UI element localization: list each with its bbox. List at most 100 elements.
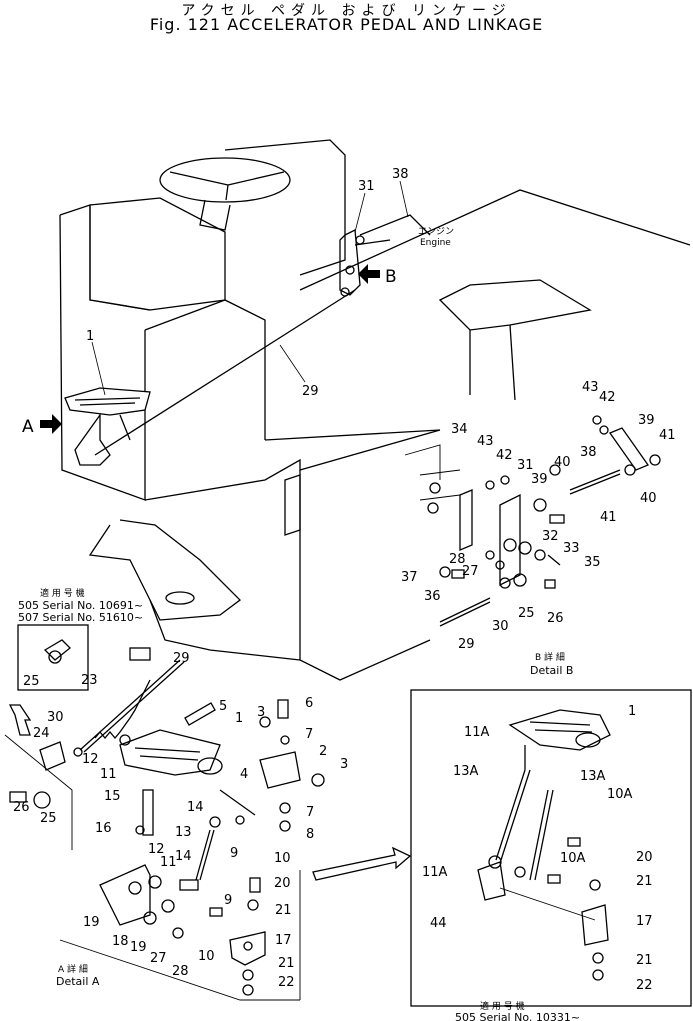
callout-21-b: 21 [278, 956, 295, 971]
detail-c-serial: 505 Serial No. 10331~ [455, 1011, 580, 1021]
floor-block [438, 279, 592, 331]
callout-13a-b: 13A [580, 769, 606, 784]
callout-11-b: 11 [160, 855, 177, 870]
engine-label-jp: エンジン [418, 227, 454, 237]
callout-3-b: 3 [340, 757, 348, 772]
callout-23: 23 [81, 673, 98, 688]
callout-25-serial: 25 [23, 674, 40, 689]
callout-30: 30 [492, 619, 509, 634]
detail-a-label: Detail A [56, 975, 100, 988]
arrow-a [40, 414, 62, 434]
callout-42-b: 42 [496, 448, 513, 463]
callout-10: 10 [274, 851, 291, 866]
callout-13: 13 [175, 825, 192, 840]
callout-18: 18 [112, 934, 129, 949]
detail-a: 29 23 30 24 12 11 5 1 3 6 7 2 3 4 26 25 … [4, 647, 348, 1001]
serial-line-2: 507 Serial No. 51610~ [18, 611, 143, 624]
callout-37: 37 [401, 570, 418, 585]
detail-c: 1 11A 13A 13A 10A 11A 10A 20 21 44 17 21… [410, 689, 692, 1021]
callout-25-a: 25 [40, 811, 57, 826]
callout-39-b: 39 [531, 472, 548, 487]
callout-44: 44 [430, 916, 447, 931]
callout-29: 29 [302, 384, 319, 399]
callout-2: 2 [319, 744, 327, 759]
callout-11a-b: 11A [422, 865, 448, 880]
accelerator-pedal [64, 387, 151, 416]
callout-39: 39 [638, 413, 655, 428]
callout-11: 11 [100, 767, 117, 782]
callout-26-a: 26 [13, 800, 30, 815]
callout-21: 21 [275, 903, 292, 918]
callout-12: 12 [82, 752, 99, 767]
engine-label: Engine [420, 238, 451, 248]
callout-9: 9 [230, 846, 238, 861]
callout-3: 3 [257, 705, 265, 720]
detail-b: 43 42 39 41 34 43 42 31 40 38 39 40 41 3… [401, 380, 676, 677]
callout-26: 26 [547, 611, 564, 626]
detail-c-heading-jp: 適 用 号 機 [480, 1000, 525, 1012]
callout-34: 34 [451, 422, 468, 437]
callout-7: 7 [305, 727, 313, 742]
detail-a-label-jp: A 詳 細 [58, 963, 88, 975]
view-label-b: B [385, 267, 397, 287]
arrow-b [358, 264, 380, 284]
linkage-rod-29 [94, 289, 356, 456]
callout-16: 16 [95, 821, 112, 836]
bracket-34 [459, 489, 473, 551]
callout-21-c: 21 [636, 874, 653, 889]
serial-note: 適 用 号 機 505 Serial No. 10691~ 507 Serial… [17, 587, 143, 691]
callout-27: 27 [462, 564, 479, 579]
callout-22-c: 22 [636, 978, 653, 993]
serial-line-1: 505 Serial No. 10691~ [18, 599, 143, 612]
detail-c-box [410, 689, 692, 1007]
callout-35: 35 [584, 555, 601, 570]
callout-12-b: 12 [148, 842, 165, 857]
detail-b-label: Detail B [530, 664, 573, 677]
callout-6: 6 [305, 696, 313, 711]
serial-heading-jp: 適 用 号 機 [40, 587, 85, 599]
callout-5: 5 [219, 699, 227, 714]
detail-a-pedal [119, 729, 221, 776]
figure-title: Fig. 121 ACCELERATOR PEDAL AND LINKAGE [149, 15, 544, 34]
callout-38-b: 38 [580, 445, 597, 460]
callout-29-b: 29 [458, 637, 475, 652]
lever-31 [499, 493, 521, 587]
callout-33: 33 [563, 541, 580, 556]
callout-28-a: 28 [172, 964, 189, 979]
callout-30: 30 [47, 710, 64, 725]
callout-20: 20 [274, 876, 291, 891]
engine-lever-bracket [339, 228, 361, 296]
callout-25: 25 [518, 606, 535, 621]
callout-9-b: 9 [224, 893, 232, 908]
callout-17-c: 17 [636, 914, 653, 929]
callout-7-b: 7 [306, 805, 314, 820]
callout-21-c-b: 21 [636, 953, 653, 968]
callout-1-c: 1 [628, 704, 636, 719]
callout-10a-b: 10A [560, 851, 586, 866]
callout-8: 8 [306, 827, 314, 842]
callout-41: 41 [659, 428, 676, 443]
callout-31-b: 31 [517, 458, 534, 473]
callout-11a: 11A [464, 725, 490, 740]
detail-b-label-jp: B 詳 細 [535, 651, 565, 663]
callout-28: 28 [449, 552, 466, 567]
callout-40: 40 [554, 455, 571, 470]
view-label-a: A [22, 417, 34, 437]
callout-29-a: 29 [173, 651, 190, 666]
callout-15: 15 [104, 789, 121, 804]
callout-38: 38 [392, 167, 409, 182]
figure-title-japanese: アクセル ペダル および リンケージ [181, 3, 512, 19]
callout-1: 1 [86, 329, 94, 344]
callout-43-b: 43 [477, 434, 494, 449]
serial-box [17, 624, 89, 691]
callout-36: 36 [424, 589, 441, 604]
callout-17: 17 [275, 933, 292, 948]
callout-41-b: 41 [600, 510, 617, 525]
callout-40-b: 40 [640, 491, 657, 506]
callout-1-a: 1 [235, 711, 243, 726]
callout-14-b: 14 [175, 849, 192, 864]
callout-27-a: 27 [150, 951, 167, 966]
callout-10a: 10A [607, 787, 633, 802]
